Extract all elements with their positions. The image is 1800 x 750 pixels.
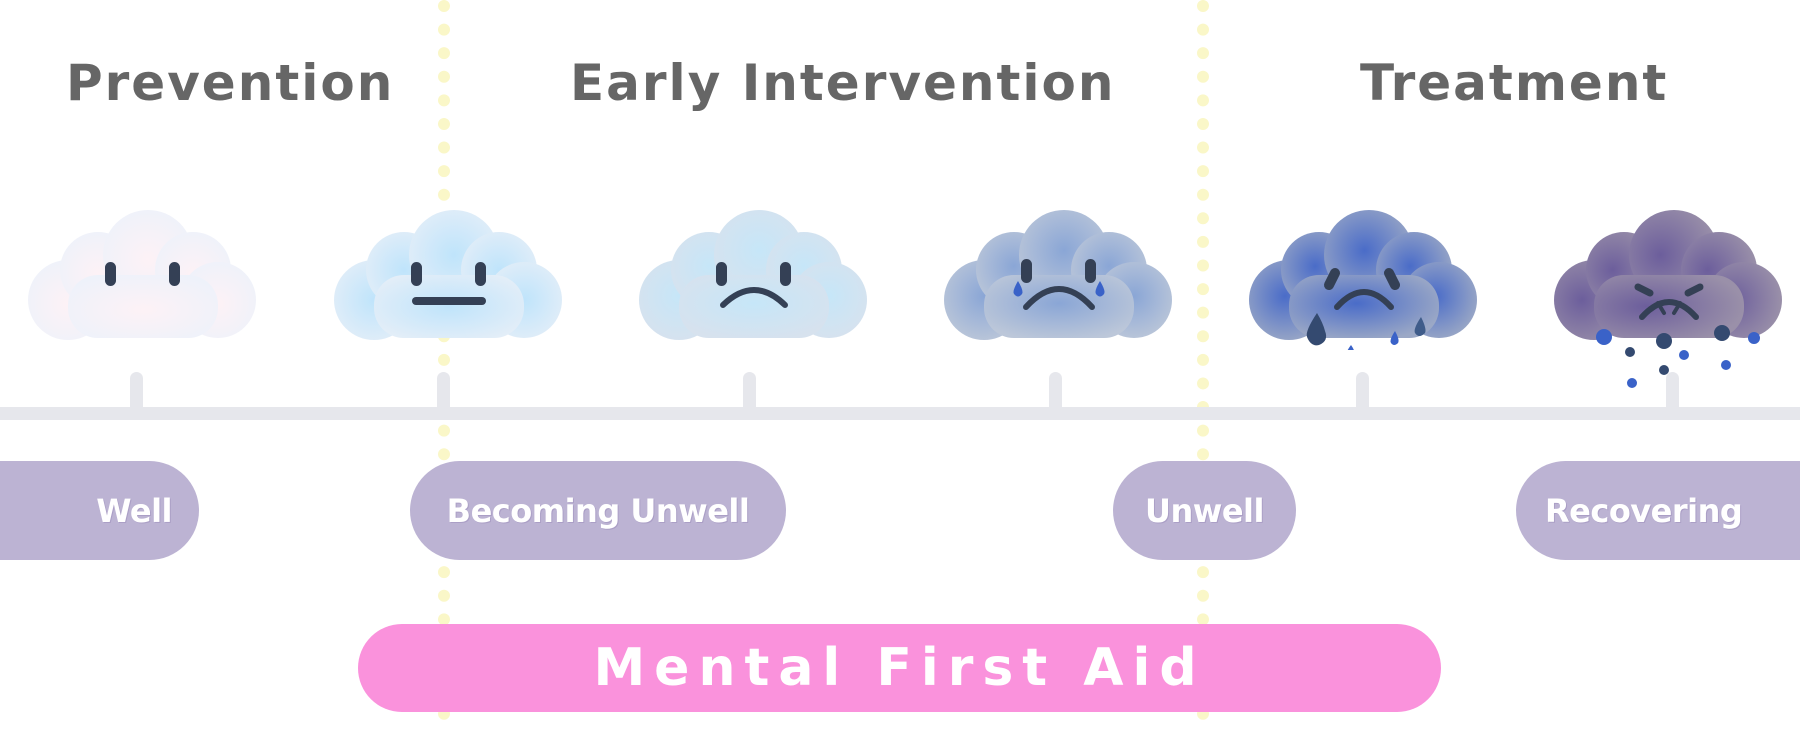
stage-recovering: Recovering <box>1516 461 1800 560</box>
stage-well: Well <box>0 461 199 560</box>
cloud-icon-sad <box>639 210 867 340</box>
heading-treatment: Treatment <box>1360 54 1669 112</box>
divider-prevention-early <box>438 0 450 720</box>
timeline-tick <box>130 372 143 412</box>
cloud-icon-neutral <box>28 210 256 340</box>
timeline-tick <box>1666 372 1679 412</box>
timeline-tick <box>1049 372 1062 412</box>
stage-becoming-unwell: Becoming Unwell <box>410 461 786 560</box>
cloud-icon-storm <box>1554 210 1782 388</box>
cloud-icon-sad-tears <box>944 210 1172 340</box>
stage-unwell: Unwell <box>1113 461 1296 560</box>
heading-early-intervention: Early Intervention <box>570 54 1116 112</box>
heading-prevention: Prevention <box>66 54 395 112</box>
cloud-icon-flat <box>334 210 562 340</box>
mental-first-aid-banner: Mental First Aid <box>358 624 1441 712</box>
timeline-axis <box>0 407 1800 420</box>
timeline-tick <box>743 372 756 412</box>
divider-early-treatment <box>1197 0 1209 720</box>
cloud-icon-crying <box>1249 210 1477 350</box>
timeline-tick <box>1356 372 1369 412</box>
timeline-tick <box>437 372 450 412</box>
